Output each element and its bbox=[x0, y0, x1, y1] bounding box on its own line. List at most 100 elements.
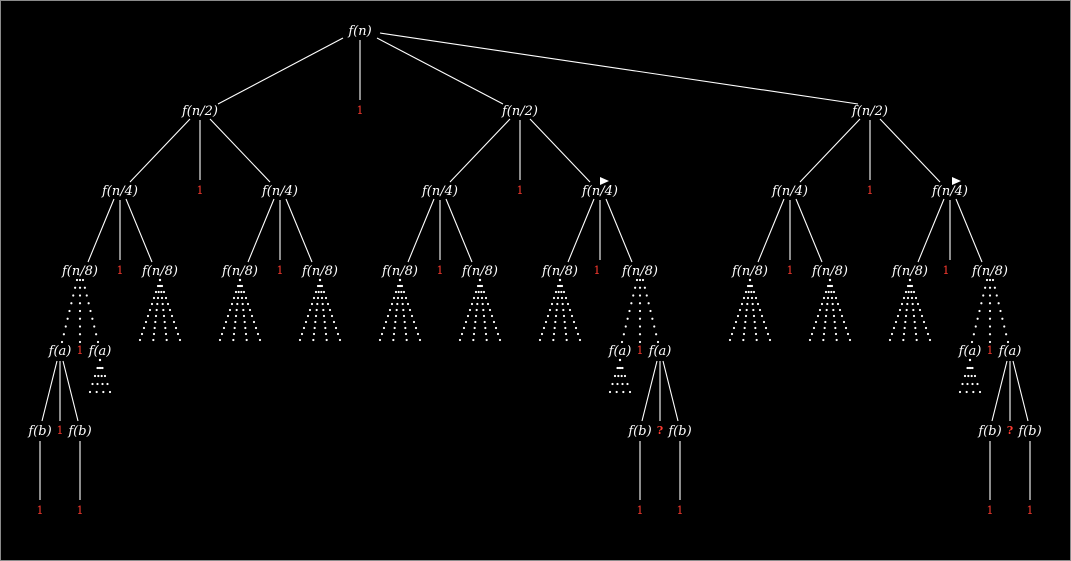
elided-subtree-dot bbox=[902, 338, 905, 342]
elided-subtree-dot bbox=[474, 290, 478, 294]
leaf-value-one: 1 bbox=[117, 264, 124, 277]
elided-subtree-dot bbox=[475, 308, 478, 312]
elided-subtree-dot bbox=[616, 366, 619, 370]
elided-subtree-dot bbox=[256, 332, 260, 336]
elided-subtree-dot bbox=[240, 284, 244, 288]
elided-subtree-dot bbox=[560, 296, 564, 300]
elided-subtree-dot bbox=[892, 326, 896, 330]
node-f-a: f(a) bbox=[998, 344, 1022, 359]
elided-subtree-dot bbox=[234, 314, 238, 318]
elided-subtree-dot bbox=[900, 302, 904, 306]
elided-subtree-dot bbox=[164, 296, 168, 300]
elided-subtree-dot bbox=[170, 314, 174, 318]
elided-subtree-dot bbox=[243, 320, 246, 324]
elided-subtree-dot bbox=[985, 278, 989, 282]
leaf-value-one: 1 bbox=[197, 184, 204, 197]
elided-subtree-dot bbox=[168, 308, 172, 312]
elided-subtree-dot bbox=[232, 338, 235, 342]
elided-subtree-dot bbox=[846, 332, 850, 336]
elided-subtree-dot bbox=[997, 302, 1000, 305]
elided-subtree-dot bbox=[304, 320, 308, 324]
elided-subtree-dot bbox=[320, 284, 324, 288]
elided-subtree-dot bbox=[78, 278, 82, 282]
elided-subtree-dot bbox=[326, 302, 330, 306]
elided-subtree-dot bbox=[158, 278, 162, 282]
elided-subtree-dot bbox=[70, 302, 73, 305]
elided-subtree-dot bbox=[624, 325, 627, 328]
tree-edge bbox=[879, 118, 941, 183]
elided-subtree-dot bbox=[484, 326, 487, 330]
elided-subtree-dot bbox=[546, 314, 550, 318]
elided-subtree-dot bbox=[552, 296, 556, 300]
elided-subtree-dot bbox=[656, 340, 660, 344]
elided-subtree-dot bbox=[482, 290, 486, 294]
elided-subtree-dot bbox=[322, 290, 326, 294]
elided-subtree-dot bbox=[244, 326, 247, 330]
elided-subtree-dot bbox=[312, 338, 315, 342]
node-f-b: f(b) bbox=[667, 424, 691, 439]
elided-subtree-dot bbox=[483, 320, 486, 324]
elided-subtree-dot bbox=[618, 358, 622, 362]
elided-subtree-dot bbox=[830, 290, 833, 294]
elided-subtree-dot bbox=[302, 326, 306, 330]
elided-subtree-dot bbox=[336, 332, 340, 336]
elided-subtree-dot bbox=[98, 358, 102, 362]
elided-subtree-dot bbox=[905, 308, 908, 312]
leaf-value-one: 1 bbox=[637, 504, 644, 517]
elided-subtree-dot bbox=[922, 320, 926, 324]
leaf-value-one: 1 bbox=[637, 344, 644, 357]
elided-subtree-dot bbox=[988, 333, 992, 336]
elided-subtree-dot bbox=[146, 314, 150, 318]
elided-subtree-dot bbox=[991, 278, 995, 282]
elided-subtree-dot bbox=[762, 320, 766, 324]
tree-edge bbox=[87, 198, 115, 263]
elided-subtree-dot bbox=[402, 314, 406, 318]
elided-subtree-dot bbox=[904, 320, 907, 324]
elided-subtree-dot bbox=[95, 333, 98, 336]
elided-subtree-dot bbox=[236, 302, 239, 306]
elided-subtree-dot bbox=[828, 278, 832, 282]
elided-subtree-dot bbox=[902, 332, 906, 336]
elided-subtree-dot bbox=[630, 302, 633, 305]
elided-subtree-dot bbox=[414, 326, 418, 330]
elided-subtree-dot bbox=[542, 326, 546, 330]
elided-subtree-dot bbox=[822, 338, 825, 342]
elided-subtree-dot bbox=[234, 290, 238, 294]
elided-subtree-dot bbox=[620, 374, 623, 378]
elided-subtree-dot bbox=[78, 286, 82, 289]
elided-subtree-dot bbox=[988, 325, 992, 328]
elided-subtree-dot bbox=[832, 308, 835, 312]
elided-subtree-dot bbox=[553, 326, 556, 330]
node-f-n-2: f(n/2) bbox=[181, 104, 218, 119]
elided-subtree-dot bbox=[317, 290, 320, 294]
elided-subtree-dot bbox=[638, 278, 642, 282]
elided-subtree-dot bbox=[485, 338, 488, 342]
elided-subtree-dot bbox=[316, 296, 320, 300]
elided-subtree-dot bbox=[162, 308, 165, 312]
elided-subtree-dot bbox=[384, 320, 388, 324]
elided-subtree-dot bbox=[611, 382, 614, 386]
elided-subtree-dot bbox=[378, 338, 382, 342]
elided-subtree-dot bbox=[474, 320, 477, 324]
elided-subtree-dot bbox=[150, 302, 154, 306]
node-f-n-2: f(n/2) bbox=[501, 104, 538, 119]
elided-subtree-dot bbox=[401, 302, 404, 306]
tree-edge bbox=[62, 360, 79, 422]
elided-subtree-dot bbox=[476, 296, 480, 300]
elided-subtree-dot bbox=[816, 314, 820, 318]
elided-subtree-dot bbox=[918, 308, 922, 312]
node-f-n-8: f(n/8) bbox=[891, 264, 928, 279]
elided-subtree-dot bbox=[78, 294, 82, 297]
elided-subtree-dot bbox=[972, 333, 975, 336]
tree-edge bbox=[567, 198, 595, 263]
node-f-a: f(a) bbox=[608, 344, 632, 359]
node-f-b: f(b) bbox=[27, 424, 51, 439]
elided-subtree-dot bbox=[484, 296, 488, 300]
elided-subtree-dot bbox=[988, 286, 992, 289]
elided-subtree-dot bbox=[910, 284, 914, 288]
elided-subtree-dot bbox=[766, 332, 770, 336]
elided-subtree-dot bbox=[993, 286, 996, 289]
elided-subtree-dot bbox=[566, 302, 570, 306]
tree-edge bbox=[379, 32, 859, 105]
node-f-n-8: f(n/8) bbox=[971, 264, 1008, 279]
